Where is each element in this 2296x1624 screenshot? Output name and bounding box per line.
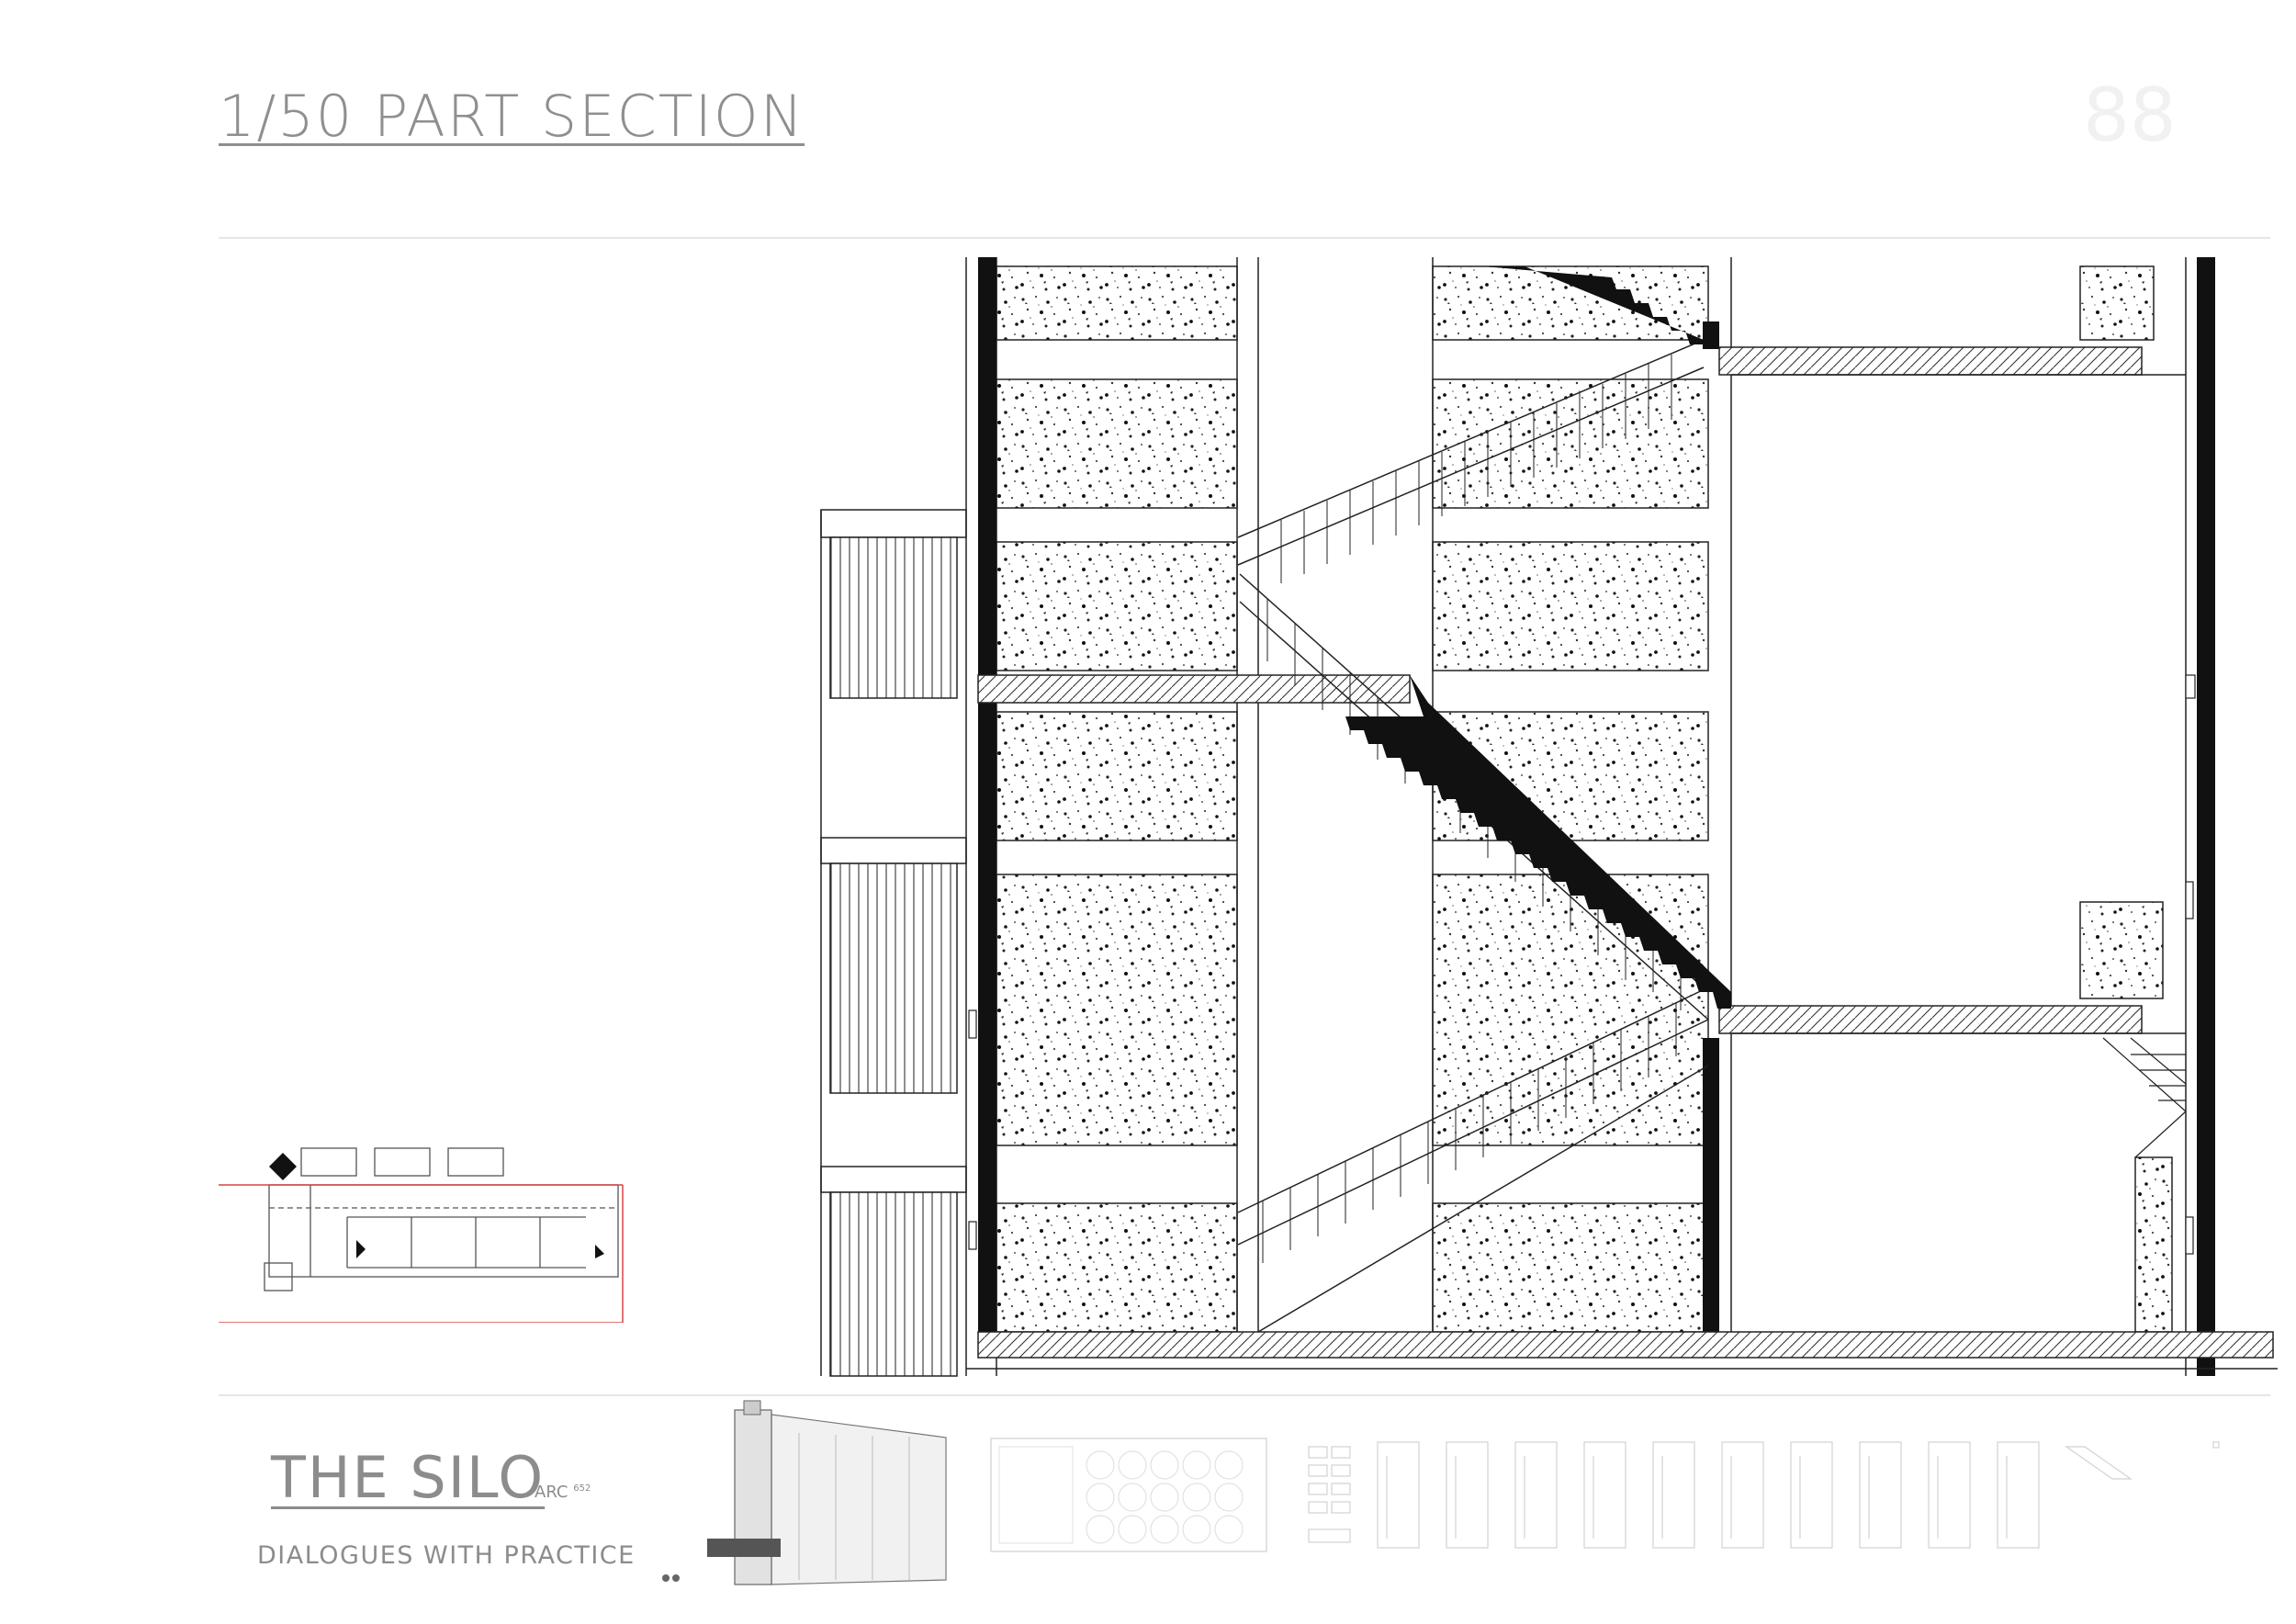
structural-walls xyxy=(978,257,2215,1376)
course-code-text: ARC xyxy=(535,1483,568,1502)
facade-pattern-thumbnail xyxy=(990,1438,1267,1552)
stair-flights xyxy=(1237,339,1709,1333)
floor-plans-thumbnail xyxy=(1308,1441,2220,1549)
header-divider xyxy=(219,237,2270,239)
page-title: 1/50 PART SECTION xyxy=(219,83,805,150)
facade-cladding xyxy=(820,509,967,1377)
stair-stringers xyxy=(1345,266,1731,1009)
key-plan xyxy=(219,1147,624,1323)
page-number: 88 xyxy=(2083,73,2177,158)
project-title: THE SILO xyxy=(271,1444,546,1511)
section-drawing xyxy=(820,257,2278,1377)
course-code: ARC 652 xyxy=(535,1483,591,1502)
footer-divider xyxy=(219,1394,2270,1396)
wall-fixtures xyxy=(968,674,2196,1255)
secondary-stair xyxy=(2102,1037,2187,1158)
silo-perspective-thumbnail xyxy=(662,1400,947,1585)
course-number: 652 xyxy=(573,1483,591,1494)
project-subtitle: DIALOGUES WITH PRACTICE xyxy=(257,1541,636,1570)
infill-panels xyxy=(996,265,2173,1333)
